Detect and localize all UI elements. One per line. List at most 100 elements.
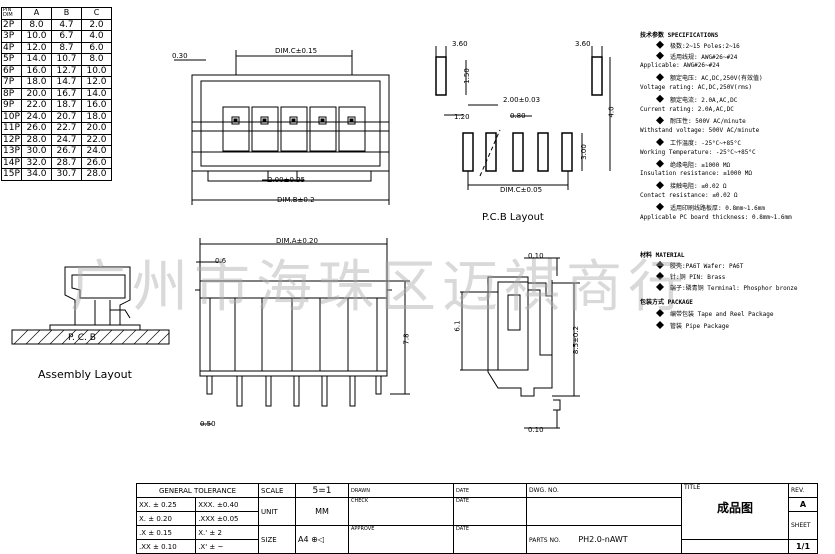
diamond-bullet-icon [656, 159, 664, 168]
pcb-layout-title: P.C.B Layout [482, 212, 544, 223]
pcb-h2: 3.00 [579, 144, 588, 160]
scale-value: 5=1 [295, 483, 349, 498]
pcb-hole: 0.80 [510, 112, 526, 120]
parts-no-value: PH2.0-nAWT [578, 535, 628, 544]
pcb-pitch: 2.00±0.03 [503, 96, 541, 104]
specs-line: 绝缘电阻: ≥1000 MΩ [670, 161, 731, 169]
dim-value-cell: 18.0 [81, 110, 112, 123]
assembly-drawing [11, 266, 170, 345]
material-line: 针:铜 PIN: Brass [670, 274, 726, 281]
specs-line: Withstand voltage: 500V AC/minute [640, 127, 760, 135]
diamond-bullet-icon [656, 272, 664, 280]
dim-c-label: DIM.C±0.15 [275, 47, 318, 55]
specs-line: Insulation resistance: ≥1000 MΩ [640, 170, 752, 178]
unit-value: MM [295, 497, 349, 526]
dim-value-cell: 24.0 [81, 145, 112, 158]
size-cell: A4 ⊕◁ [295, 525, 349, 554]
specs-line: Contact resistance: ≤0.02 Ω [640, 192, 738, 199]
dwg-no-label: DWG. NO. [526, 483, 682, 498]
specs-line: 极数:2~15 Poles:2~16 [670, 42, 740, 50]
package-line: 包装方式 PACKAGE [640, 299, 693, 306]
side-view [460, 257, 580, 429]
diamond-bullet-icon [656, 261, 664, 269]
size-value: A4 [298, 535, 309, 544]
diamond-bullet-icon [656, 94, 664, 103]
front-view [195, 238, 410, 425]
title-label: TITLE [684, 484, 701, 491]
parts-no-cell: PARTS NO.PH2.0-nAWT [526, 525, 682, 554]
dim-value-cell: 28.0 [81, 168, 112, 181]
dwg-no-value [526, 497, 682, 526]
diamond-bullet-icon [656, 138, 664, 146]
dim-value-cell: 26.7 [51, 145, 82, 158]
diamond-bullet-icon [656, 116, 664, 125]
specs-line: 接触电阻: ≤0.02 Ω [670, 183, 727, 191]
pitch-label: 2.00±0.05 [268, 176, 306, 184]
dim-value-cell: 20.0 [81, 122, 112, 135]
specs-line: 额定电压: AC,DC,250V(有效值) [670, 75, 763, 83]
drawn-label: DRAWN [348, 483, 454, 498]
assembly-layout-title: Assembly Layout [38, 368, 132, 381]
diamond-bullet-icon [656, 321, 664, 329]
specs-line: 技术参数 SPECIFICATIONS [640, 32, 719, 39]
size-label: SIZE [258, 525, 296, 554]
side-top-label: 0.10 [528, 252, 544, 260]
dim-left-0-30: 0.30 [172, 52, 188, 60]
date-label-3: DATE [453, 525, 527, 554]
dim-value-cell: 4.0 [81, 30, 112, 43]
pcb-dim-c: DIM.C±0.05 [500, 186, 543, 194]
pcb-h3: 4.0 [607, 106, 616, 118]
pin-width-label: 0.50 [200, 420, 216, 428]
diamond-bullet-icon [656, 309, 664, 317]
pin-count-cell: 12P [1, 133, 22, 146]
tol-r3-c2: X.' ± 2 [195, 525, 259, 540]
material-line: 端子:磷青铜 Terminal: Phosphor bronze [670, 285, 798, 292]
scale-label: SCALE [258, 483, 296, 498]
diamond-bullet-icon [656, 283, 664, 291]
specs-line: Applicable PC board thickness: 0.8mm~1.6… [640, 213, 792, 221]
material-line: 胶壳:PA6T Wafer: PA6T [670, 263, 744, 270]
dim-value-cell: 26.0 [81, 156, 112, 169]
pcb-w2: 3.60 [575, 40, 591, 48]
package-line: 管装 Pipe Package [670, 323, 729, 330]
dim-value-cell: 6.0 [81, 41, 112, 54]
material-line: 材料 MATERIAL [640, 252, 685, 259]
spec-bullets [656, 40, 664, 329]
dim-value-cell: 6.7 [51, 30, 82, 43]
side-bottom-label: 0.10 [528, 426, 544, 434]
specs-line: 工作温度: -25°C~+85°C [670, 140, 741, 147]
front-offset-label: 0.6 [215, 257, 227, 265]
specs-line: 适用印刷线路板厚: 0.8mm~1.6mm [670, 204, 765, 212]
specs-line: 耐压性: 500V AC/minute [670, 118, 746, 126]
unit-label: UNIT [258, 497, 296, 526]
dim-value-cell: 22.0 [81, 133, 112, 146]
assembly-pcb-label: P. C. B [68, 333, 96, 343]
tol-r1-c1: XX. ± 0.25 [135, 497, 197, 512]
specs-line: 适用线规: AWG#26~#24 [670, 53, 738, 61]
specs-line: 额定电流: 2.0A,AC,DC [670, 96, 738, 104]
title-block: GENERAL TOLERANCE SCALE 5=1 DRAWN DATE D… [135, 483, 818, 554]
diamond-bullet-icon [656, 40, 664, 49]
rev-label: REV. [788, 483, 818, 498]
approve-label: APPROVE [348, 525, 454, 554]
dim-value-cell: 30.0 [21, 145, 52, 158]
date-label-1: DATE [453, 483, 527, 498]
projection-symbol: ⊕◁ [311, 535, 324, 544]
front-height-label: 7.8 [402, 333, 411, 345]
date-label-2: DATE [453, 497, 527, 526]
rev-value: A [788, 497, 818, 512]
side-h1-label: 6.1 [453, 320, 462, 332]
diamond-bullet-icon [656, 181, 664, 190]
diamond-bullet-icon [656, 202, 664, 211]
specs-line: Current rating: 2.0A,AC,DC [640, 105, 734, 113]
specs-line: Voltage rating: AC,DC,250V(rms) [640, 84, 752, 91]
